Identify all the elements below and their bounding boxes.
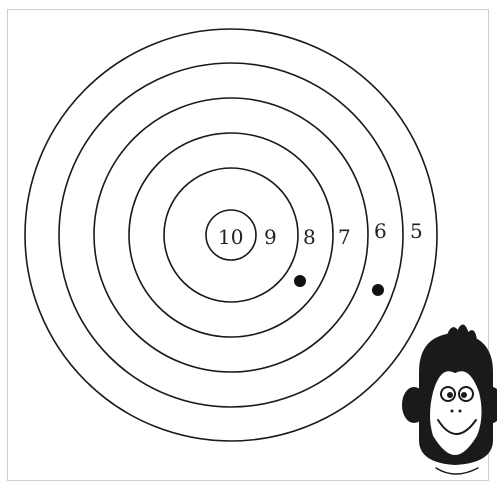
ring-label-8: 8: [303, 225, 316, 249]
bullet-hole: [294, 275, 306, 287]
ring-label-6: 6: [374, 219, 387, 243]
ring-label-9: 9: [264, 225, 277, 249]
ring-label-5: 5: [410, 219, 423, 243]
ring-label-7: 7: [338, 225, 351, 249]
bullet-hole: [372, 284, 384, 296]
ring-label-10: 10: [218, 225, 243, 249]
monkey-face-icon: [403, 325, 497, 474]
